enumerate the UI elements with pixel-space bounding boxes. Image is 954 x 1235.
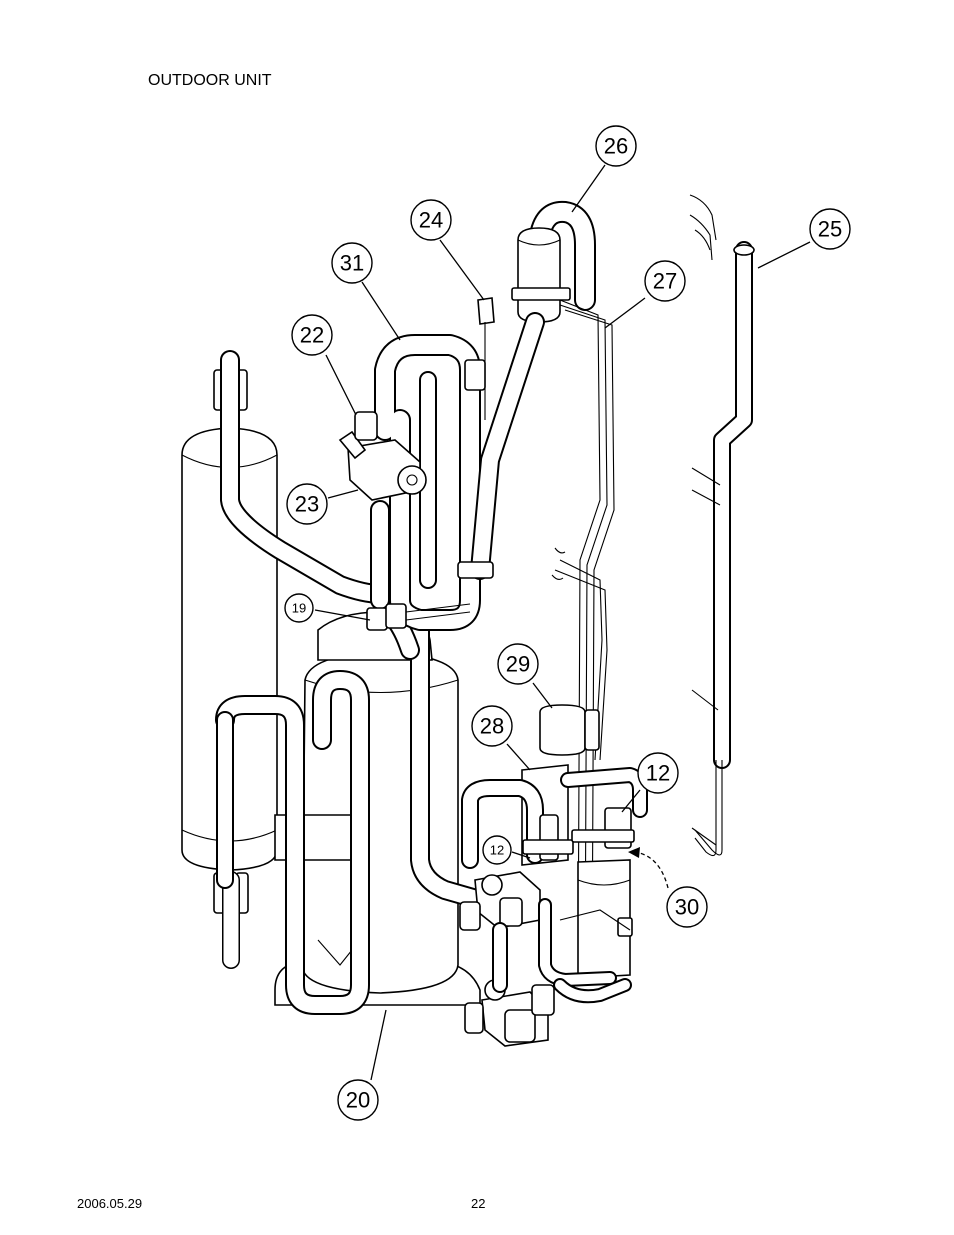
callout-28: 28 xyxy=(471,705,513,747)
svg-text:25: 25 xyxy=(818,217,842,242)
connecting-pipe xyxy=(689,194,755,857)
callout-29: 29 xyxy=(497,643,539,685)
callout-31: 31 xyxy=(331,242,373,284)
callout-27: 27 xyxy=(644,260,686,302)
svg-text:19: 19 xyxy=(292,601,306,616)
svg-text:26: 26 xyxy=(604,134,628,159)
flare-nut-assembly xyxy=(366,603,471,631)
footer-date: 2006.05.29 xyxy=(77,1196,143,1211)
svg-text:27: 27 xyxy=(653,269,677,294)
svg-text:24: 24 xyxy=(419,208,443,233)
service-valves xyxy=(459,871,632,1047)
suction-loop-pipes xyxy=(215,670,370,1015)
compressor xyxy=(274,611,481,1006)
svg-text:22: 22 xyxy=(300,323,324,348)
four-way-valve-coil xyxy=(338,411,427,501)
callout-30: 30 xyxy=(666,886,708,928)
svg-text:28: 28 xyxy=(480,714,504,739)
leader-lines xyxy=(314,164,811,1081)
four-way-valve-pipes xyxy=(370,334,481,631)
callout-25: 25 xyxy=(809,208,851,250)
svg-text:29: 29 xyxy=(506,652,530,677)
callout-19: 19 xyxy=(284,593,314,623)
svg-text:31: 31 xyxy=(340,251,364,276)
svg-text:30: 30 xyxy=(675,895,699,920)
discharge-muffler xyxy=(457,200,596,580)
temperature-sensor xyxy=(464,297,495,420)
capillary-tubes xyxy=(551,299,615,981)
callout-12-lower: 12 xyxy=(482,835,512,865)
callout-26: 26 xyxy=(595,125,637,167)
page-number: 22 xyxy=(471,1196,486,1211)
svg-text:12: 12 xyxy=(646,761,670,786)
svg-text:12: 12 xyxy=(490,843,504,858)
svg-text:20: 20 xyxy=(346,1088,370,1113)
expansion-valve-assembly xyxy=(461,704,648,979)
callout-24: 24 xyxy=(410,199,452,241)
svg-text:23: 23 xyxy=(295,492,319,517)
page-title: OUTDOOR UNIT xyxy=(148,72,272,89)
callout-20: 20 xyxy=(337,1079,379,1121)
callout-12-upper: 12 xyxy=(637,752,679,794)
callout-23: 23 xyxy=(286,483,328,525)
callout-22: 22 xyxy=(291,314,333,356)
